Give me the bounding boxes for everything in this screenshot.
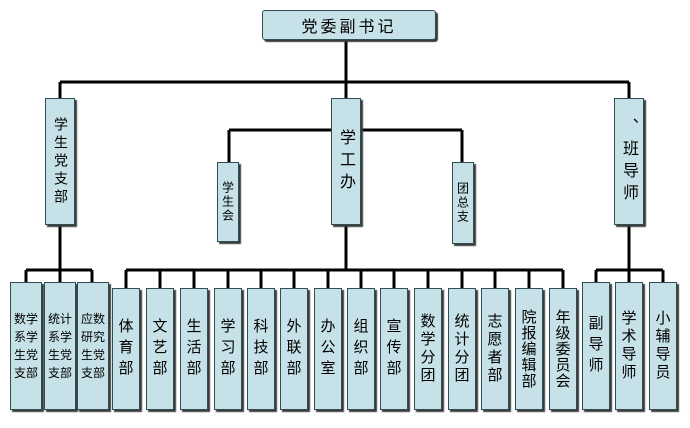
node-label: 宣传部 — [384, 317, 403, 381]
node-dept-arts: 文艺部 — [146, 288, 174, 410]
node-label: 办公室 — [318, 317, 337, 381]
node-label: 外联部 — [284, 317, 303, 381]
node-math-party-branch: 数学 系学 生党 支部 — [10, 282, 42, 410]
node-label: 副导师 — [586, 314, 605, 378]
node-label: 生活部 — [184, 317, 203, 381]
node-class-counselor: 、班导师 — [614, 98, 644, 225]
node-label: 统计 系学 生党 支部 — [47, 312, 72, 380]
node-label: 组织部 — [351, 317, 370, 381]
node-label: 数学分团 — [418, 313, 437, 385]
root-label: 党委副书记 — [301, 17, 397, 36]
node-student-union: 学生会 — [217, 162, 239, 242]
node-dept-newspaper: 院报编辑部 — [515, 288, 543, 410]
node-grad-party-branch: 应数 研究 生党 支部 — [77, 282, 109, 410]
node-dept-grade-committee: 年级委员会 — [549, 288, 577, 410]
node-student-party-branch: 学生党支部 — [45, 98, 75, 225]
node-vice-mentor: 副导师 — [582, 282, 610, 410]
node-dept-organization: 组织部 — [347, 288, 375, 410]
root-node: 党委副书记 — [262, 10, 436, 40]
node-label: 团总支 — [455, 182, 470, 224]
node-academic-mentor: 学术导师 — [615, 282, 643, 410]
node-student-work-office: 学工办 — [331, 98, 361, 225]
node-dept-volunteer: 志愿者部 — [481, 288, 509, 410]
node-label: 体育部 — [116, 317, 135, 381]
node-dept-study: 学习部 — [214, 288, 242, 410]
node-label: 年级委员会 — [553, 309, 572, 389]
node-label: 、班导师 — [620, 117, 639, 206]
node-label: 数学 系学 生党 支部 — [13, 312, 38, 380]
node-label: 学术导师 — [619, 310, 638, 382]
node-label: 院报编辑部 — [519, 309, 538, 389]
node-dept-publicity: 宣传部 — [380, 288, 408, 410]
node-dept-tech: 科技部 — [247, 288, 275, 410]
node-label: 应数 研究 生党 支部 — [80, 312, 105, 380]
node-dept-external: 外联部 — [280, 288, 308, 410]
node-dept-stats-league: 统计分团 — [448, 288, 476, 410]
node-label: 学生党支部 — [52, 116, 68, 207]
node-label: 小辅导员 — [653, 310, 672, 382]
node-label: 统计分团 — [452, 313, 471, 385]
node-label: 科技部 — [251, 317, 270, 381]
node-stats-party-branch: 统计 系学 生党 支部 — [44, 282, 76, 410]
node-dept-office: 办公室 — [314, 288, 342, 410]
node-label: 学习部 — [218, 317, 237, 381]
node-dept-math-league: 数学分团 — [414, 288, 442, 410]
node-assistant-counselor: 小辅导员 — [649, 282, 677, 410]
node-dept-life: 生活部 — [180, 288, 208, 410]
node-label: 志愿者部 — [485, 313, 504, 385]
node-league-branch: 团总支 — [452, 162, 474, 244]
node-label: 文艺部 — [150, 317, 169, 381]
node-label: 学工办 — [337, 128, 356, 195]
node-label: 学生会 — [220, 181, 235, 223]
node-dept-sports: 体育部 — [112, 288, 140, 410]
